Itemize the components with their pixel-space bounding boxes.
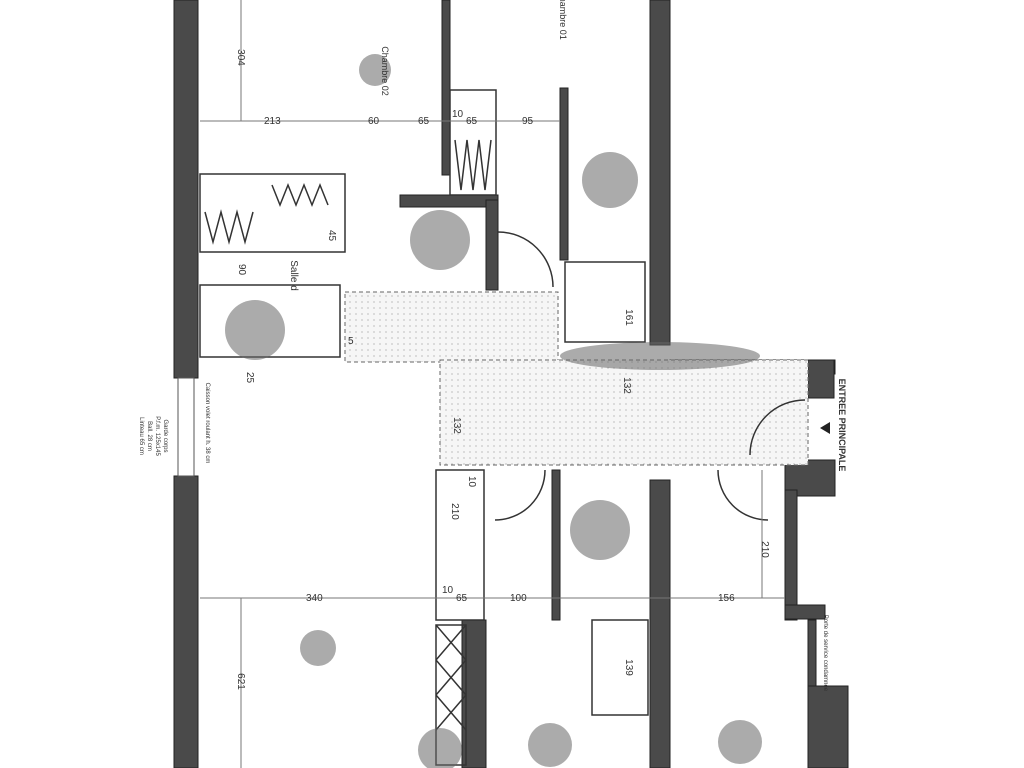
dimension-label: 156 — [718, 593, 735, 604]
interior-wall-center-bottom — [649, 479, 671, 768]
partition-1 — [441, 0, 451, 176]
dimension-label: 213 — [264, 116, 281, 127]
wardrobe-zigzag — [204, 139, 492, 245]
room-label-bedroom-2: Chambre 02 — [379, 46, 390, 96]
service-door-label: Porte de service condamnée — [822, 614, 828, 692]
entrance-arrow-icon — [820, 422, 830, 434]
dimension-label: 304 — [234, 49, 246, 66]
window-note-line: Linteau 65 cm — [138, 417, 144, 455]
right-wall-step — [784, 604, 826, 620]
wc — [435, 469, 485, 621]
dimension-label: 95 — [522, 116, 534, 127]
redaction-blobs — [225, 54, 762, 768]
right-wall-bottom — [807, 685, 849, 768]
dimension-label: 10 — [452, 109, 464, 120]
dimension-label: 10 — [442, 585, 454, 596]
dimension-label: 10 — [466, 475, 478, 488]
partition-2 — [559, 87, 569, 261]
entrance-hall-floor — [439, 359, 809, 466]
entrance-label: ENTREE PRINCIPALE — [837, 378, 847, 472]
room-label-bathroom: Salle d — [287, 260, 299, 291]
dimension-label: 210 — [758, 541, 770, 558]
dimension-label: 65 — [418, 116, 430, 127]
window-note-line: P.f.m. 125x145 — [154, 416, 160, 456]
window-note-line: Ball. 28 cm — [146, 421, 152, 451]
dimension-label: 132 — [450, 417, 462, 434]
wardrobe-2 — [199, 173, 346, 253]
beam-note: Caisson volet roulant h. 38 cm — [204, 382, 210, 464]
dimension-label: 5 — [348, 336, 354, 347]
dimension-label: 100 — [510, 593, 527, 604]
room-label-bedroom-1: Chambre 01 — [557, 0, 568, 40]
dimension-label: 25 — [244, 371, 256, 384]
right-wall — [784, 489, 798, 621]
dimension-label: 60 — [368, 116, 380, 127]
dimension-label: 65 — [466, 116, 478, 127]
window-note: Garde corps P.f.m. 125x145 Ball. 28 cm L… — [137, 391, 169, 481]
exterior-wall-left-bottom — [173, 475, 199, 768]
bathroom — [199, 284, 341, 358]
dimension-label: 621 — [234, 673, 246, 690]
wardrobe-1 — [449, 89, 497, 196]
dimension-label: 65 — [456, 593, 468, 604]
dimension-label: 210 — [448, 503, 460, 520]
dimension-label: 90 — [236, 263, 248, 276]
shower — [591, 619, 649, 716]
window — [177, 377, 195, 477]
partition-3 — [551, 469, 561, 621]
hallway-floor — [344, 291, 559, 363]
entrance-jamb-top — [807, 359, 835, 399]
dimension-label: 161 — [622, 309, 634, 326]
dimension-label: 139 — [622, 659, 634, 676]
dimension-label: 45 — [326, 229, 338, 242]
dimension-label: 340 — [306, 593, 323, 604]
window-note-line: Garde corps — [162, 419, 168, 453]
exterior-wall-left-top — [173, 0, 199, 379]
storage-cross — [435, 624, 467, 731]
closet-right — [564, 261, 646, 343]
partition-6 — [485, 199, 499, 291]
dimension-label: 132 — [620, 377, 632, 394]
door-swing[interactable] — [494, 231, 806, 521]
